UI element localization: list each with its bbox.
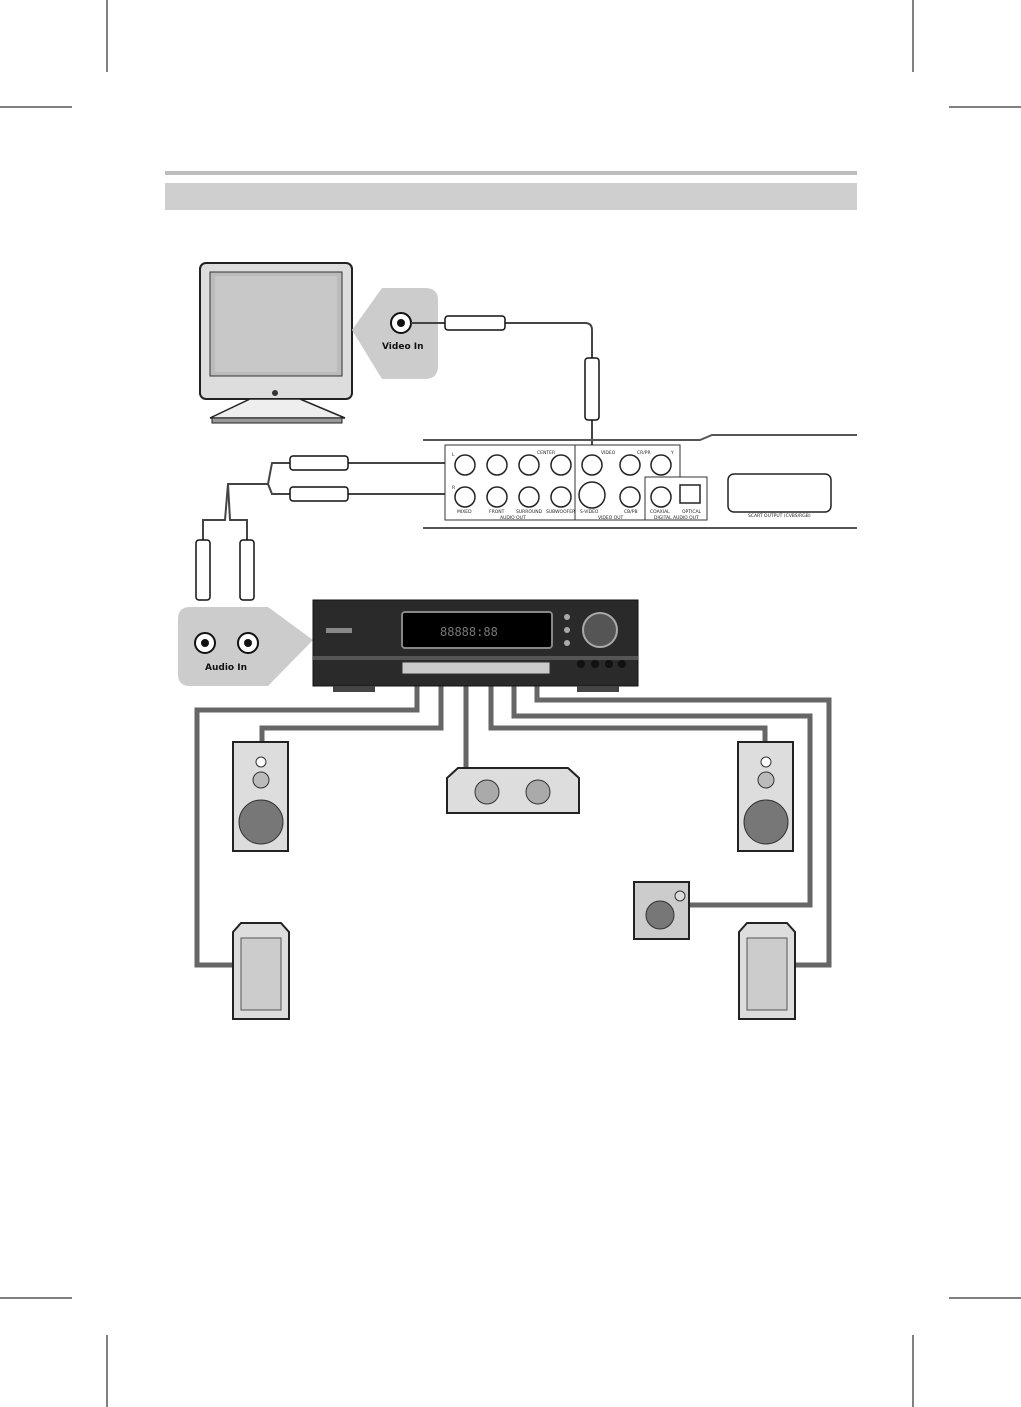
header-rule bbox=[165, 171, 857, 175]
video-in-callout: Video In bbox=[352, 288, 438, 379]
front-label: FRONT bbox=[489, 509, 505, 515]
l-label: L bbox=[452, 452, 455, 458]
audio-in-label: Audio In bbox=[205, 663, 247, 673]
svideo-label: S-VIDEO bbox=[580, 509, 599, 515]
video-cable bbox=[411, 322, 593, 460]
jacks bbox=[454, 454, 672, 509]
optical-label: OPTICAL bbox=[682, 509, 702, 515]
video-out-label-label: VIDEO OUT bbox=[598, 515, 624, 521]
audio-in-callout: Audio In bbox=[178, 607, 313, 686]
cb-label: CB/PB bbox=[624, 509, 638, 515]
speaker-cable-front-right bbox=[488, 670, 768, 742]
r-label: R bbox=[452, 485, 455, 491]
audio-out-label-label: AUDIO OUT bbox=[500, 515, 526, 521]
av-receiver: 88888:88 bbox=[312, 599, 639, 692]
section-header-bar bbox=[165, 183, 857, 210]
center-label: CENTER bbox=[537, 450, 555, 456]
cr-label: CR/PR bbox=[637, 450, 651, 456]
speaker-center bbox=[446, 767, 580, 814]
speaker-surround-left bbox=[232, 741, 289, 852]
cables bbox=[194, 322, 832, 968]
rca-plugs bbox=[195, 315, 600, 601]
video-label: VIDEO bbox=[601, 450, 616, 456]
surround-label: SURROUND bbox=[516, 509, 543, 515]
video-in-label: Video In bbox=[382, 342, 424, 352]
y-label: Y bbox=[670, 450, 674, 456]
digital-audio-out-label-label: DIGITAL AUDIO OUT bbox=[654, 515, 699, 521]
speaker-cable-sub bbox=[511, 670, 813, 908]
mixed-label: MIXED bbox=[457, 509, 472, 515]
dvd-rear-panel: MIXED FRONT SURROUND SUBWOOFER AUDIO OUT… bbox=[423, 434, 857, 529]
speaker-cable-front-left bbox=[194, 670, 420, 968]
receiver-display: 88888:88 bbox=[440, 625, 498, 639]
speaker-cable-surround-right bbox=[534, 670, 832, 968]
speaker-cable-surround-left bbox=[259, 670, 444, 742]
speaker-front-left bbox=[232, 922, 290, 1020]
speaker-surround-right bbox=[737, 741, 794, 852]
speaker-front-right bbox=[738, 922, 796, 1020]
subwoofer bbox=[633, 881, 690, 940]
scart-label-label: SCART OUTPUT (CVBS/RGB) bbox=[748, 513, 811, 519]
tv-illustration bbox=[199, 262, 353, 424]
coaxial-label: COAXIAL bbox=[650, 509, 670, 515]
subwoofer-label: SUBWOOFER bbox=[546, 509, 575, 515]
